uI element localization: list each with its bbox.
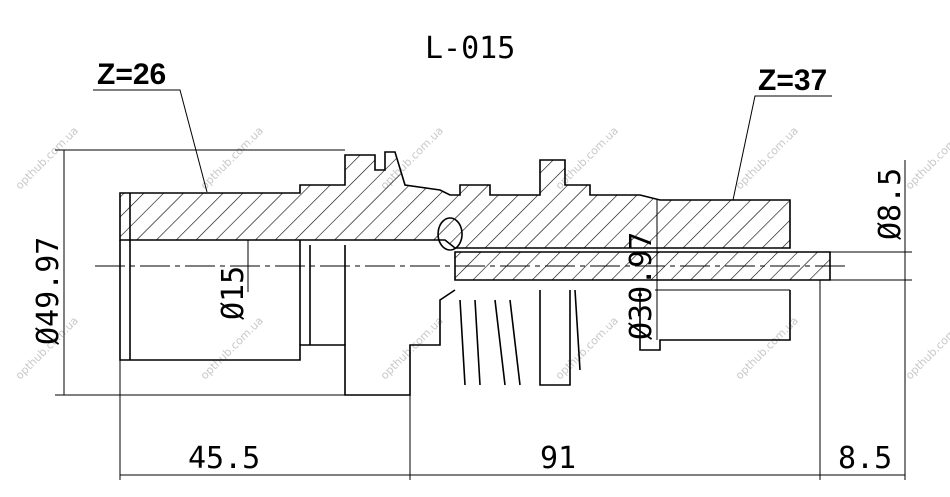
length-right-value: 8.5 — [838, 441, 892, 476]
dim-lengths: 45.5 91 8.5 — [119, 280, 906, 480]
dim-outer-diameter: Ø49.97 — [31, 149, 345, 396]
watermark: opthub.com.ua — [198, 314, 266, 382]
watermark: opthub.com.ua — [903, 124, 950, 192]
watermark: opthub.com.ua — [553, 314, 621, 382]
inner-bore-value: Ø15 — [216, 266, 251, 320]
pin-diameter-value: Ø8.5 — [873, 168, 908, 240]
watermark: opthub.com.ua — [13, 124, 81, 192]
length-left-value: 45.5 — [188, 441, 260, 476]
dim-inner-bore: Ø15 — [216, 240, 251, 320]
left-spline-label: Z=26 — [93, 58, 208, 193]
watermark: opthub.com.ua — [903, 314, 950, 382]
dim-pin-diameter: Ø8.5 — [830, 160, 912, 300]
middle-diameter-value: Ø30.97 — [624, 232, 659, 340]
length-middle-value: 91 — [540, 441, 576, 476]
watermark: opthub.com.ua — [733, 124, 801, 192]
drawing-title: L-015 — [425, 31, 515, 66]
dim-middle-diameter: Ø30.97 — [624, 200, 659, 340]
outer-diameter-value: Ø49.97 — [31, 237, 66, 345]
left-spline-count: Z=26 — [97, 58, 166, 91]
right-spline-label: Z=37 — [732, 64, 832, 201]
watermark: opthub.com.ua — [378, 314, 446, 382]
right-spline-count: Z=37 — [758, 64, 827, 97]
watermark: opthub.com.ua — [198, 124, 266, 192]
